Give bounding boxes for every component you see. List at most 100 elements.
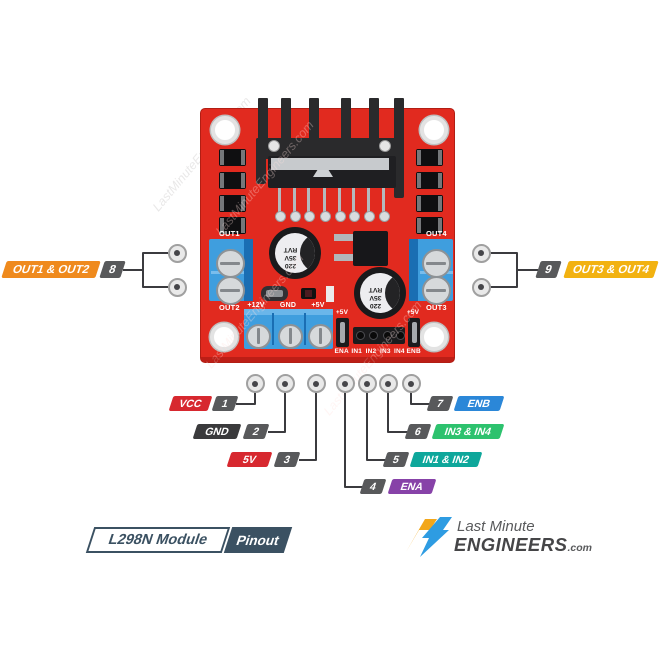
- label-in1-in2: IN1 & IN2: [409, 452, 483, 467]
- terminal-screw: [245, 323, 271, 349]
- capacitor-label: 220 35V RVT: [368, 286, 383, 309]
- number-badge-2: 2: [242, 424, 270, 439]
- pad-out1: [167, 243, 187, 263]
- heatsink-base: [256, 138, 404, 159]
- terminal-screw: [307, 323, 333, 349]
- title-badge-module: L298N Module: [85, 527, 231, 553]
- heatsink-fin: [369, 98, 379, 150]
- ic-leg: [366, 188, 370, 214]
- mounting-hole: [420, 116, 448, 144]
- silk-out3: OUT3: [426, 303, 447, 312]
- l298n-module-board: OUT1 OUT2 OUT4 OUT3 220 35V RVT: [200, 98, 455, 418]
- input-header: [353, 327, 405, 344]
- regulator-lead: [334, 254, 353, 261]
- solder-pad: [363, 211, 375, 222]
- header-pin: [383, 330, 392, 340]
- pad-in3-in4: [378, 374, 398, 393]
- jumper-cap: [261, 286, 288, 301]
- terminal-screw: [215, 275, 245, 305]
- lme-logo-bolt-icon: [402, 514, 454, 560]
- solder-pad: [319, 211, 331, 222]
- heatsink-screw: [379, 140, 391, 152]
- capacitor: 220 35V RVT: [269, 227, 321, 279]
- ic-notch: [313, 170, 333, 177]
- number-badge-4: 4: [359, 479, 387, 494]
- enb-jumper: [408, 318, 420, 347]
- number-badge-6: 6: [404, 424, 432, 439]
- header-pin: [356, 330, 365, 340]
- heatsink-fin: [341, 98, 351, 150]
- heatsink-fin: [258, 98, 268, 150]
- heatsink-side-left: [256, 138, 266, 184]
- ena-jumper: [336, 318, 349, 347]
- silk-12v: +12V: [247, 302, 265, 309]
- ic-leg: [381, 188, 385, 214]
- label-ena: ENA: [387, 479, 437, 494]
- silk-enb-5v: +5V: [406, 309, 420, 316]
- pad-out2: [167, 277, 187, 297]
- number-badge-1: 1: [211, 396, 239, 411]
- silk-out1: OUT1: [219, 229, 240, 238]
- lme-logo-line1: Last Minute: [457, 518, 535, 535]
- voltage-regulator: [353, 231, 388, 266]
- terminal-screw: [421, 275, 451, 305]
- smd-resistor: [326, 286, 334, 302]
- terminal-screw: [215, 248, 245, 278]
- ic-leg: [351, 188, 355, 214]
- lme-logo-tld: .com: [567, 542, 592, 554]
- number-badge-5: 5: [382, 452, 410, 467]
- capacitor: 220 35V RVT: [354, 267, 406, 319]
- ic-leg: [292, 188, 296, 214]
- pad-out3: [471, 277, 491, 297]
- label-gnd: GND: [192, 424, 242, 439]
- solder-pad: [378, 211, 390, 222]
- pad-out4: [471, 243, 491, 263]
- diode: [416, 172, 443, 189]
- ic-leg: [337, 188, 341, 214]
- number-badge-8: 8: [99, 261, 126, 278]
- lme-logo-line2: ENGINEERS.com: [454, 534, 592, 556]
- terminal-screw: [421, 248, 451, 278]
- pad-enb: [401, 374, 421, 393]
- title-badge-pinout: Pinout: [223, 527, 293, 553]
- number-badge-7: 7: [426, 396, 454, 411]
- diode: [219, 195, 246, 212]
- label-out1-out2: OUT1 & OUT2: [1, 261, 101, 278]
- ic-metal-tab: [271, 158, 389, 170]
- solder-pad: [303, 211, 315, 222]
- silk-in3: IN3: [379, 348, 391, 355]
- pad-ena: [335, 374, 355, 393]
- label-vcc: VCC: [168, 396, 213, 411]
- diode: [219, 172, 246, 189]
- diode: [416, 149, 443, 166]
- label-out3-out4: OUT3 & OUT4: [563, 261, 659, 278]
- pad-in1-in2: [357, 374, 377, 393]
- solder-pad: [334, 211, 346, 222]
- mounting-hole: [210, 323, 238, 351]
- mounting-hole: [211, 116, 239, 144]
- silk-enb: ENB: [406, 348, 421, 355]
- header-pin: [396, 330, 405, 340]
- silk-gnd: GND: [279, 302, 297, 309]
- diode: [416, 195, 443, 212]
- silk-ena: ENA: [334, 348, 349, 355]
- solder-pad: [348, 211, 360, 222]
- terminal-screw: [277, 323, 303, 349]
- silk-out2: OUT2: [219, 303, 240, 312]
- label-5v: 5V: [226, 452, 273, 467]
- solder-pad: [274, 211, 286, 222]
- silk-in4: IN4: [393, 348, 405, 355]
- heatsink-screw: [268, 140, 280, 152]
- silk-ena-5v: +5V: [335, 309, 349, 316]
- ic-leg: [306, 188, 310, 214]
- silk-5v: +5V: [311, 302, 325, 309]
- diode: [219, 217, 246, 234]
- diode: [416, 217, 443, 234]
- pad-5v: [306, 374, 326, 393]
- regulator-lead: [334, 234, 353, 241]
- heatsink-fin: [309, 98, 319, 150]
- heatsink-side-right: [394, 138, 404, 198]
- number-badge-3: 3: [273, 452, 301, 467]
- silk-in1: IN1: [351, 348, 363, 355]
